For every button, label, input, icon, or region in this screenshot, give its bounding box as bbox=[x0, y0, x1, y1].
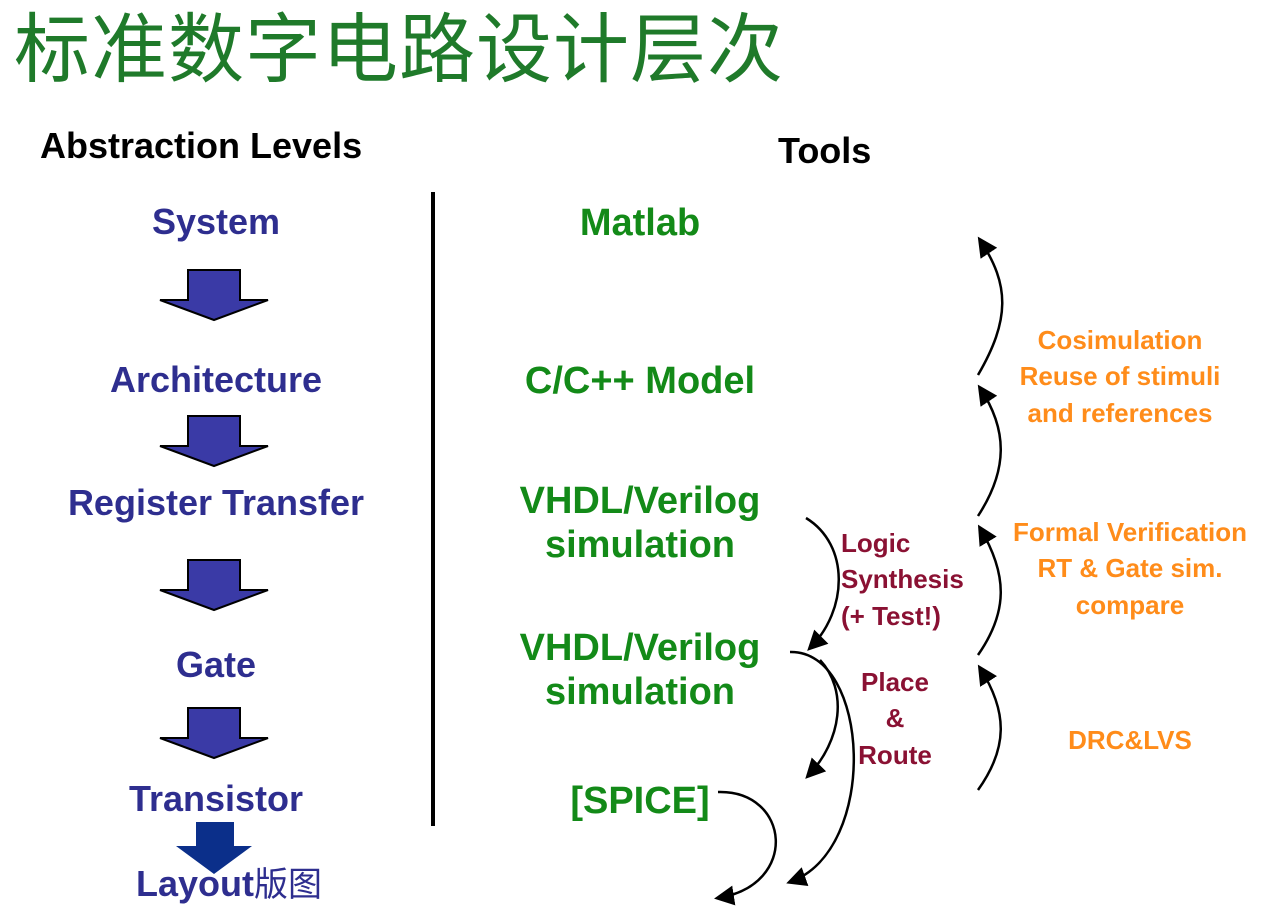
level-architecture: Architecture bbox=[109, 359, 323, 400]
logic-synthesis-arrow bbox=[805, 516, 840, 651]
layout-down-arrow bbox=[176, 822, 252, 874]
level-down-arrow-1 bbox=[159, 269, 269, 322]
logic-synthesis-label: Logic Synthesis (+ Test!) bbox=[841, 528, 964, 631]
tool-matlab: Matlab bbox=[579, 202, 701, 244]
place-route-label: Place & Route bbox=[858, 667, 932, 770]
level-transistor: Transistor bbox=[128, 778, 304, 819]
layout-label-main: Layout bbox=[136, 863, 255, 904]
abstraction-levels-header: Abstraction Levels bbox=[40, 125, 363, 166]
level-down-arrow-3 bbox=[159, 559, 269, 612]
verify-arrow-3 bbox=[976, 384, 1002, 517]
level-gate: Gate bbox=[175, 644, 257, 685]
verify-arrow-4 bbox=[976, 236, 1004, 376]
drc-lvs-label: DRC&LVS bbox=[1068, 725, 1192, 755]
level-down-arrow-4 bbox=[159, 707, 269, 760]
vhdl-to-layout-arrow bbox=[786, 650, 855, 887]
verify-arrow-1 bbox=[976, 664, 1002, 791]
tool-spice: [SPICE] bbox=[570, 780, 710, 822]
tool-c-model: C/C++ Model bbox=[524, 360, 756, 402]
tools-header: Tools bbox=[778, 130, 872, 171]
page-title: 标准数字电路设计层次 bbox=[14, 5, 784, 94]
verify-arrow-2 bbox=[976, 524, 1002, 656]
spice-to-layout-arrow bbox=[714, 790, 777, 906]
level-system: System bbox=[151, 201, 281, 242]
layout-label: Layout版图 bbox=[136, 863, 323, 905]
tool-vhdl-simulation-1: VHDL/Verilog simulation bbox=[519, 480, 761, 566]
level-register-transfer: Register Transfer bbox=[67, 482, 365, 523]
level-down-arrow-2 bbox=[159, 415, 269, 468]
formal-verification-label: Formal Verification RT & Gate sim. compa… bbox=[1012, 517, 1248, 620]
tool-vhdl-simulation-2: VHDL/Verilog simulation bbox=[519, 627, 761, 713]
layout-label-cn: 版图 bbox=[254, 865, 323, 905]
cosimulation-label: Cosimulation Reuse of stimuli and refere… bbox=[1019, 325, 1221, 428]
